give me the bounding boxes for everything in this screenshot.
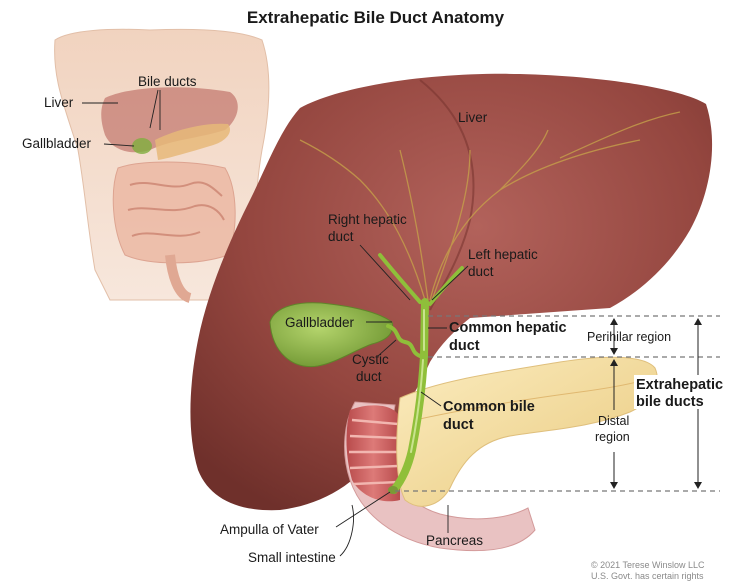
inset-colon: [165, 254, 193, 303]
inset-bile-ducts-leader: [149, 89, 161, 130]
pancreatic-duct: [414, 379, 646, 421]
main-liver: [190, 73, 713, 511]
small-intestine-label: Small intestine: [248, 550, 336, 565]
right-hepatic-duct-label: Right hepatic duct: [328, 212, 411, 244]
right-hepatic-duct: [378, 253, 422, 304]
common-bile-duct-label: Common bile duct: [443, 399, 539, 433]
left-hepatic-duct-label: Left hepatic duct: [468, 247, 542, 279]
inset-pancreas: [155, 123, 230, 160]
page-title: Extrahepatic Bile Duct Anatomy: [246, 8, 505, 27]
gallbladder: [269, 302, 394, 368]
common-bile-duct-leader: [420, 391, 442, 407]
perihilar-region-label: Perihilar region: [587, 330, 671, 344]
left-hepatic-duct: [428, 266, 464, 306]
inset-bile-ducts-label: Bile ducts: [138, 74, 197, 89]
inset-liver-label: Liver: [44, 95, 74, 110]
inset-intestine-folds: [127, 181, 225, 237]
ampulla-of-vater-label: Ampulla of Vater: [220, 522, 319, 537]
copyright-credit: © 2021 Terese Winslow LLC U.S. Govt. has…: [591, 560, 707, 581]
inset-gallbladder-leader: [103, 143, 135, 147]
duodenum-ridges: [349, 418, 399, 486]
extrahepatic-label: Extrahepatic bile ducts: [636, 377, 727, 410]
cystic-duct-label: Cystic duct: [352, 352, 393, 384]
ampulla-of-vater: [388, 486, 398, 494]
inset-gallbladder: [132, 138, 152, 154]
distal-region-label: Distal region: [595, 414, 633, 444]
liver-shading: [419, 79, 475, 311]
liver-vessels: [299, 111, 681, 301]
cystic-duct: [386, 324, 422, 358]
duodenum-folds: [346, 405, 400, 502]
pancreas-label: Pancreas: [426, 533, 483, 548]
ampulla-of-vater-leader: [335, 491, 391, 528]
left-hepatic-duct-leader: [431, 265, 469, 301]
extrahepatic-label-bg: [634, 375, 734, 409]
inset-torso: [54, 28, 270, 303]
pancreas: [396, 356, 658, 507]
cystic-duct-leader: [377, 339, 397, 357]
inset-intestines: [112, 161, 236, 264]
small-intestine-leader: [339, 504, 354, 557]
inset-gallbladder-label: Gallbladder: [22, 136, 92, 151]
common-hepatic-duct-label: Common hepatic duct: [449, 320, 571, 354]
duct-system: [378, 253, 464, 494]
main-liver-label: Liver: [458, 110, 488, 125]
right-hepatic-duct-leader: [359, 244, 411, 301]
gallbladder-label: Gallbladder: [285, 315, 355, 330]
inset-liver: [101, 87, 238, 153]
